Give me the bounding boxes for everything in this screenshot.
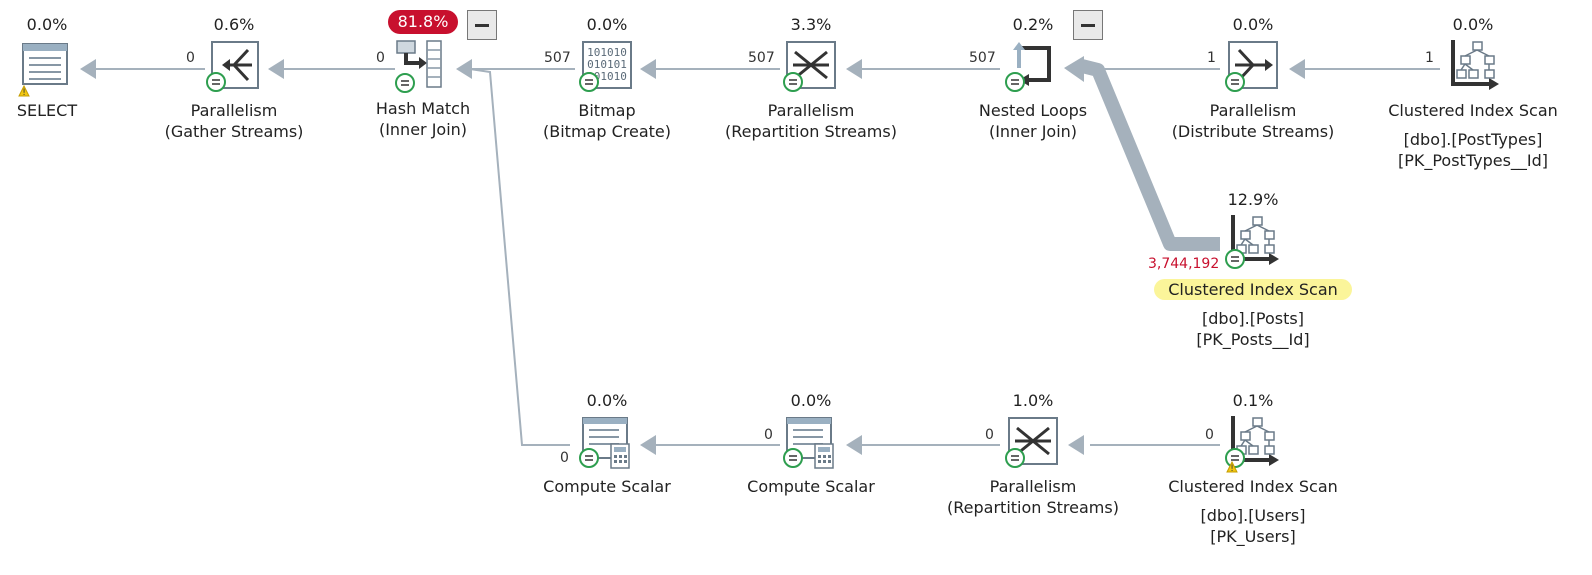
row-count-cs2-cs1: 0 [764, 427, 773, 443]
cost-percent: 0.1% [1232, 391, 1274, 410]
node-parallelism-distribute[interactable]: 0.0% Parallelism (Distribute Streams) [1148, 14, 1358, 142]
object-name: [dbo].[PostTypes] [1403, 130, 1543, 149]
row-count-cs1-hash: 0 [560, 450, 569, 466]
cost-percent: 0.6% [213, 15, 255, 34]
operator-name: Compute Scalar [747, 477, 875, 496]
node-clustered-index-scan-users[interactable]: 0.1% ! Clustered Index Scan [dbo].[Users… [1148, 390, 1358, 547]
node-nested-loops[interactable]: 0.2% Nested Loops (Inner Join) [928, 14, 1138, 142]
node-clustered-index-scan-posts[interactable]: 12.9% Clustered Index Scan [dbo].[Posts]… [1148, 189, 1358, 350]
row-count-posts-loops: 3,744,192 [1148, 256, 1220, 272]
collapse-button-hash-match[interactable] [467, 10, 497, 40]
operator-subtype: (Repartition Streams) [947, 498, 1119, 517]
cost-percent: 3.3% [790, 15, 832, 34]
object-name: [dbo].[Users] [1200, 506, 1306, 525]
cost-percent: 0.0% [1452, 15, 1494, 34]
nested-loops-icon [1003, 38, 1063, 98]
index-name: [PK_Posts__Id] [1196, 330, 1310, 349]
node-hash-match[interactable]: 81.8% Hash Match (Inner Join) [318, 10, 528, 140]
node-parallelism-repartition-bottom[interactable]: 1.0% Parallelism (Repartition Streams) [928, 390, 1138, 518]
cost-percent: 0.0% [586, 15, 628, 34]
clustered-index-scan-icon [1443, 38, 1503, 98]
repartition-streams-icon [781, 38, 841, 98]
cost-percent-hot: 81.8% [387, 10, 459, 34]
operator-name: Parallelism [1209, 101, 1297, 120]
cost-percent: 12.9% [1227, 190, 1279, 209]
hash-match-icon [393, 39, 453, 99]
edge-probe-hash [469, 68, 570, 446]
gather-streams-icon [204, 38, 264, 98]
operator-name: SELECT [16, 101, 78, 120]
operator-subtype: (Inner Join) [988, 122, 1078, 141]
row-count-repart-bitmap: 507 [748, 50, 775, 66]
operator-name: Compute Scalar [543, 477, 671, 496]
operator-subtype: (Repartition Streams) [725, 122, 897, 141]
repartition-streams-icon [1003, 414, 1063, 474]
operator-name: Parallelism [989, 477, 1077, 496]
operator-name: Clustered Index Scan [1388, 101, 1558, 120]
node-compute-scalar-2[interactable]: 0.0% Compute Scalar [706, 390, 916, 497]
select-result-icon: ! [17, 38, 77, 98]
svg-text:010101: 010101 [587, 58, 627, 71]
node-parallelism-repartition-top[interactable]: 3.3% Parallelism (Repartition Streams) [706, 14, 916, 142]
operator-name: Clustered Index Scan [1168, 477, 1338, 496]
edge-posts-loops-thick [1080, 59, 1220, 251]
cost-percent: 0.0% [1232, 15, 1274, 34]
cost-percent: 0.2% [1012, 15, 1054, 34]
row-count-repart2-cs2: 0 [985, 427, 994, 443]
cost-percent: 0.0% [586, 391, 628, 410]
node-parallelism-gather[interactable]: 0.6% Parallelism (Gather Streams) [129, 14, 339, 142]
index-name: [PK_PostTypes__Id] [1397, 151, 1549, 170]
operator-subtype: (Distribute Streams) [1171, 122, 1335, 141]
row-count-scan-distribute: 1 [1425, 50, 1434, 66]
operator-name: Hash Match [375, 99, 471, 118]
svg-text:!: ! [22, 88, 26, 98]
operator-name: Bitmap [578, 101, 636, 120]
svg-text:!: ! [1230, 464, 1234, 474]
clustered-index-scan-icon: ! [1223, 414, 1283, 474]
collapse-button-nested-loops[interactable] [1073, 10, 1103, 40]
row-count-hash-gather: 0 [376, 50, 385, 66]
operator-name: Parallelism [190, 101, 278, 120]
row-count-gather-select: 0 [186, 50, 195, 66]
operator-name-highlighted: Clustered Index Scan [1154, 279, 1352, 300]
node-compute-scalar-1[interactable]: 0.0% Compute Scalar [502, 390, 712, 497]
operator-subtype: (Bitmap Create) [543, 122, 671, 141]
compute-scalar-icon [781, 414, 841, 474]
svg-text:101010: 101010 [587, 46, 627, 59]
operator-name: Nested Loops [978, 101, 1088, 120]
index-name: [PK_Users] [1210, 527, 1296, 546]
clustered-index-scan-icon [1223, 213, 1283, 273]
cost-percent: 0.0% [26, 15, 68, 34]
node-clustered-index-scan-posttypes[interactable]: 0.0% Clustered Index Scan [dbo].[PostTyp… [1368, 14, 1578, 171]
row-count-bitmap-hash: 507 [544, 50, 571, 66]
compute-scalar-icon [577, 414, 637, 474]
cost-percent: 0.0% [790, 391, 832, 410]
operator-subtype: (Inner Join) [378, 120, 468, 139]
distribute-streams-icon [1223, 38, 1283, 98]
operator-name: Parallelism [767, 101, 855, 120]
cost-percent: 1.0% [1012, 391, 1054, 410]
object-name: [dbo].[Posts] [1202, 309, 1304, 328]
node-select[interactable]: 0.0% ! SELECT [0, 14, 152, 121]
row-count-loops-repart: 507 [969, 50, 996, 66]
row-count-distribute-loops: 1 [1207, 50, 1216, 66]
operator-subtype: (Gather Streams) [164, 122, 304, 141]
row-count-users-repart2: 0 [1205, 427, 1214, 443]
